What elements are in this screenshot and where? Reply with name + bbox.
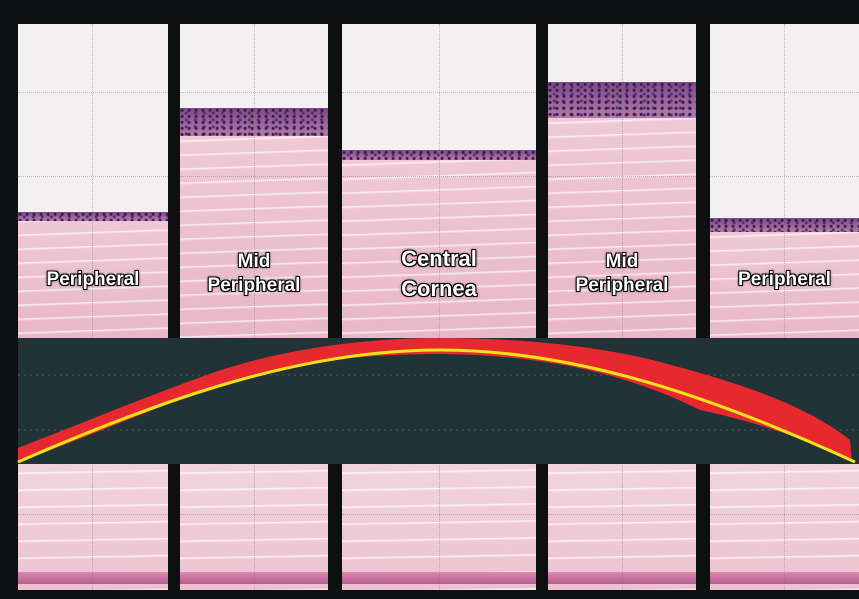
label-peripheral-left: Peripheral (18, 268, 168, 292)
label-mid-peripheral-left: Mid Peripheral (180, 250, 328, 298)
label-central-cornea: Central Cornea (342, 244, 536, 304)
label-mid-peripheral-right: Mid Peripheral (548, 250, 696, 298)
label-peripheral-right: Peripheral (710, 268, 859, 292)
red-corneal-thickness-shape (18, 338, 852, 462)
